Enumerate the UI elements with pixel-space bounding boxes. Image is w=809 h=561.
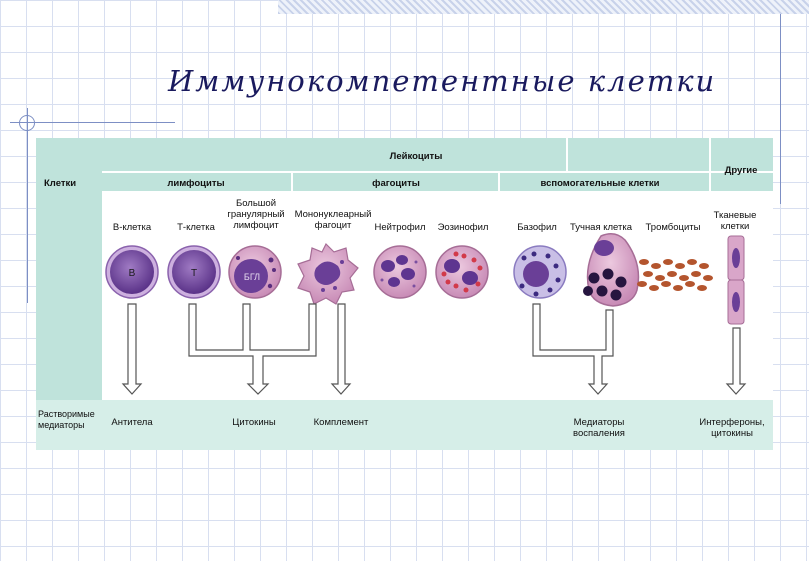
label-mast-cell: Тучная клетка (569, 222, 633, 233)
eosinophil-icon (435, 245, 489, 299)
cells-diagram: В Т БГЛ (105, 233, 747, 395)
immune-cells-figure: Клетки Лейкоциты Другие лимфоциты фагоци… (36, 138, 773, 450)
subgroup-auxiliary: вспомогательные клетки (540, 178, 660, 189)
b-cell-icon: В (105, 245, 159, 299)
decorative-line (10, 122, 175, 123)
platelets-icon (637, 259, 713, 291)
row-header-label: Клетки (44, 178, 77, 189)
subgroup-lymphocytes: лимфоциты (167, 178, 225, 189)
header-band-sub (102, 173, 773, 191)
header-band-top (102, 138, 773, 171)
label-platelets: Тромбоциты (645, 222, 701, 233)
arrow-inflammation (532, 303, 614, 395)
label-monocyte: Мононуклеарный фагоцит (294, 209, 372, 231)
mediators-row (36, 400, 773, 450)
t-cell-letter: Т (191, 268, 197, 279)
decorative-band (278, 0, 809, 14)
decorative-circle (19, 115, 35, 131)
label-b-cell: В-клетка (112, 222, 152, 233)
lgl-cell-icon: БГЛ (228, 245, 282, 299)
decorative-line (27, 108, 28, 303)
subgroup-phagocytes: фагоциты (372, 178, 420, 189)
t-cell-icon: Т (167, 245, 221, 299)
arrow-cytokines (188, 303, 317, 395)
label-t-cell: Т-клетка (177, 222, 215, 233)
output-inflammation: Медиаторы воспаления (573, 417, 625, 439)
flow-arrows (121, 303, 747, 395)
group-other: Другие (724, 165, 758, 176)
label-eosinophil: Эозинофил (437, 222, 489, 233)
label-tissue-cells: Тканевые клетки (713, 210, 757, 232)
label-neutrophil: Нейтрофил (374, 222, 426, 233)
b-cell-letter: В (129, 268, 136, 279)
label-basophil: Базофил (517, 222, 557, 233)
arrow-interferons (725, 327, 747, 395)
basophil-icon (513, 245, 567, 299)
mast-cell-icon (583, 233, 640, 307)
label-lgl: Большой гранулярный лимфоцит (227, 198, 285, 231)
group-leukocytes: Лейкоциты (389, 151, 443, 162)
output-complement: Комплемент (313, 417, 369, 428)
tissue-cells-icon (727, 235, 745, 325)
neutrophil-icon (373, 245, 427, 299)
arrow-antibodies (121, 303, 143, 395)
slide-title: Иммунокомпетентные клетки (168, 64, 717, 98)
output-antibodies: Антитела (111, 417, 153, 428)
output-cytokines: Цитокины (232, 417, 276, 428)
soluble-mediators-label: Растворимые медиаторы (38, 409, 95, 430)
monocyte-icon (297, 242, 359, 305)
arrow-complement (330, 303, 352, 395)
decorative-line (780, 14, 781, 204)
lgl-cell-letter: БГЛ (244, 272, 260, 282)
row-header-column (36, 138, 102, 450)
output-interferons: Интерфероны, цитокины (699, 417, 765, 439)
